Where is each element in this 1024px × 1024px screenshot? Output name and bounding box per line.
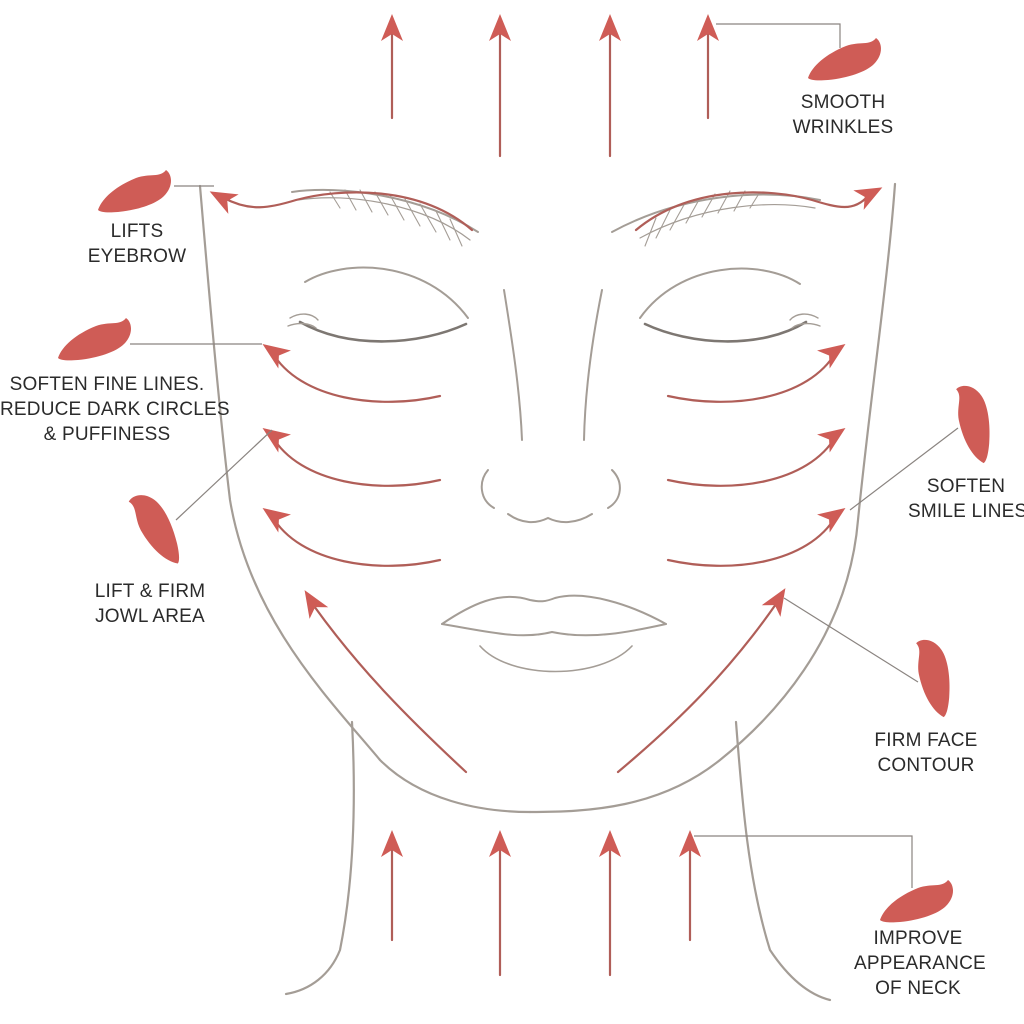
label-line: SOFTEN FINE LINES. [9,374,205,395]
label-line: WRINKLES [792,117,894,138]
left-undereye-arrow [270,350,442,403]
nose-base [507,513,593,524]
nose-right-bridge [583,289,603,441]
label-line: LIFTS [110,221,164,242]
left-smile-arrow [270,514,442,567]
label-line: APPEARANCE [854,953,986,974]
leader-smooth-wrinkles [716,23,841,48]
label-firm-face-contour: FIRM FACE CONTOUR [866,728,986,778]
left-eyebrow [291,188,479,233]
arrow-right-icon [817,418,852,453]
neck-left [284,720,355,996]
upper-lip [441,594,667,625]
label-line: FIRM FACE [874,730,978,751]
arrow-up-right-icon [761,582,795,617]
gua-sha-stone-icon [58,318,131,361]
nose-right-wing [607,469,621,509]
label-line: OF NECK [875,978,961,999]
gua-sha-stone-icon [944,384,999,464]
neck-right [734,720,832,1002]
label-line: & PUFFINESS [43,424,171,445]
label-smooth-wrinkles: SMOOTH WRINKLES [782,90,904,140]
gua-sha-stone-icon [98,170,171,213]
leader-firm-contour [783,597,919,683]
gua-sha-stone-icon [808,38,881,81]
right-eyebrow [611,193,821,233]
lower-lip [479,645,633,673]
lip-line [441,623,667,637]
arrow-heads [204,14,888,857]
label-line: CONTOUR [877,755,975,776]
label-line: SOFTEN [926,476,1006,497]
right-undereye-arrow [666,350,838,403]
massage-arrows [222,28,870,977]
arrow-right-icon [817,498,852,533]
right-smile-arrow [666,514,838,567]
facial-features [287,188,821,673]
left-jaw-arrow [312,604,468,774]
left-eye-lid [298,320,468,343]
nose-left-wing [480,469,495,509]
gua-sha-stone-icon [128,490,181,570]
right-eye-crease [639,267,801,319]
arrow-right-icon [853,177,888,210]
face-outline [198,182,897,1002]
label-line: EYEBROW [87,246,187,267]
label-improve-neck: IMPROVE APPEARANCE OF NECK [854,926,986,1001]
leader-soften-smile-lines [849,427,959,511]
label-line: REDUCE DARK CIRCLES [0,399,230,420]
label-line: IMPROVE [873,928,963,949]
leader-lines [130,23,959,888]
leader-neck [694,835,913,888]
label-line: SMOOTH [800,92,886,113]
label-soften-smile-lines: SOFTEN SMILE LINES [908,474,1024,524]
label-soften-fine-lines: SOFTEN FINE LINES. REDUCE DARK CIRCLES &… [0,372,230,447]
leader-jowl [175,429,273,521]
right-brow-arrow [634,191,870,232]
left-brow-arrow [222,191,474,232]
label-line: JOWL AREA [95,606,205,627]
nose-left-bridge [503,289,523,441]
right-eye-lid [643,320,808,343]
label-lifts-eyebrow: LIFTS EYEBROW [82,219,192,269]
gua-sha-stones [58,38,999,923]
gua-sha-stone-icon [880,880,953,923]
right-cheek-arrow [666,434,838,487]
label-line: LIFT & FIRM [94,581,206,602]
right-jaw-arrow [616,602,778,774]
face-right-contour [528,182,897,814]
arrow-right-icon [817,334,852,369]
label-line: SMILE LINES [908,501,1024,522]
left-eye-crease [304,266,469,319]
arrow-left-icon [256,418,291,453]
left-cheek-arrow [270,434,442,487]
face-left-contour [198,184,532,814]
arrow-up-left-icon [295,584,329,619]
arrow-left-icon [256,498,291,533]
arrow-left-icon [256,334,291,369]
label-lift-firm-jowl: LIFT & FIRM JOWL AREA [86,579,214,629]
